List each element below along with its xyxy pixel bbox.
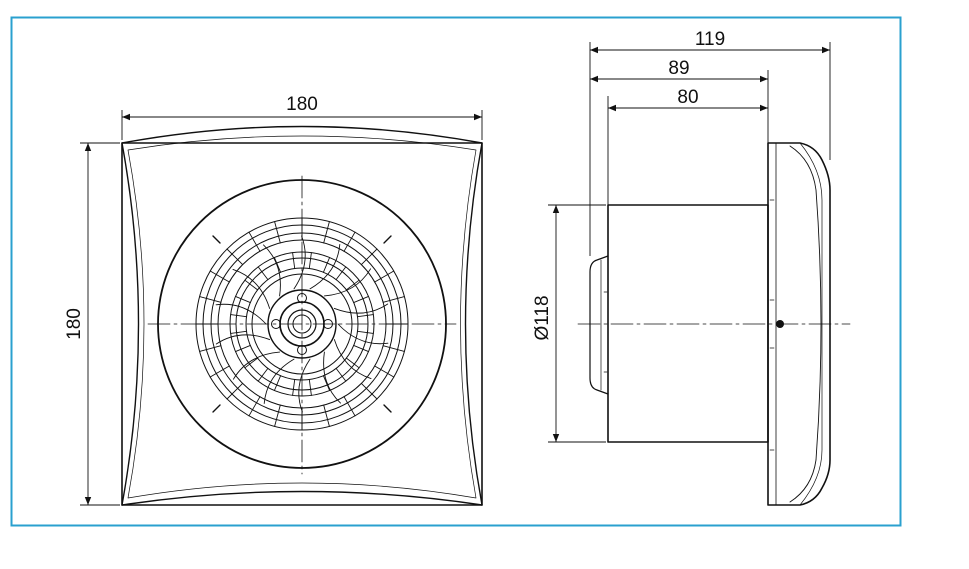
- fan-blade: [309, 244, 341, 290]
- body-depth-label: 89: [668, 58, 689, 79]
- grille-inner-spoke: [353, 295, 369, 304]
- fan-blade: [232, 268, 271, 309]
- grille-spoke: [199, 296, 222, 303]
- grille-spoke: [323, 221, 330, 244]
- grille-spoke: [343, 396, 356, 417]
- total-depth-label: 119: [695, 29, 725, 50]
- grille-inner-spoke: [257, 367, 269, 382]
- grille-inner-spoke: [235, 295, 251, 304]
- front-view: [121, 125, 483, 506]
- grille-spoke: [209, 270, 230, 283]
- grille-inner-spoke: [257, 266, 269, 281]
- grille-inner-spoke: [244, 279, 259, 291]
- grille-spoke: [323, 404, 330, 427]
- diameter-label: Ø118: [532, 295, 553, 340]
- fan-impeller: [215, 235, 389, 413]
- grille-spoke: [274, 404, 281, 427]
- side-rear-cap: [589, 255, 609, 395]
- grille-inner-spoke: [345, 279, 360, 291]
- fan-blade: [298, 358, 311, 413]
- fan-blade: [337, 323, 389, 345]
- side-pivot-dot: [776, 320, 784, 328]
- spigot-depth-label: 80: [677, 87, 698, 108]
- grille-spoke: [248, 396, 261, 417]
- grille-spoke: [374, 270, 395, 283]
- front-width-label: 180: [286, 94, 318, 115]
- grille-spoke: [226, 382, 244, 400]
- grille-spoke: [360, 382, 378, 400]
- fan-blade: [263, 244, 281, 297]
- grille-inner-spoke: [273, 257, 282, 273]
- grille-inner-spoke: [230, 314, 247, 318]
- side-faceplate: [767, 142, 831, 506]
- grille-inner-spoke: [357, 330, 374, 334]
- front-center-lines: [147, 175, 457, 475]
- grille-inner-spoke: [308, 252, 312, 269]
- fan-blade: [215, 334, 271, 345]
- grille-inner-spoke: [353, 344, 369, 353]
- fan-blade: [333, 303, 389, 314]
- grille-inner-spoke: [357, 314, 374, 318]
- grille-inner-spoke: [335, 266, 347, 281]
- grille-spoke: [374, 365, 395, 378]
- front-panel-outline: [121, 142, 483, 506]
- grille-spoke: [226, 248, 244, 266]
- grille-inner-spoke: [292, 379, 296, 396]
- grille-clips: [212, 235, 392, 413]
- grille-inner-spoke: [322, 375, 331, 391]
- fan-blade: [323, 268, 372, 297]
- grille-spoke: [248, 231, 261, 252]
- grille-inner-spoke: [322, 257, 331, 273]
- grille-inner-spoke: [230, 330, 247, 334]
- side-view: [577, 142, 851, 506]
- grille-inner-spoke: [345, 357, 360, 369]
- fan-blade: [293, 235, 306, 290]
- grille-inner-spoke: [273, 375, 282, 391]
- grille-spoke: [382, 296, 405, 303]
- fan-blade: [263, 358, 295, 404]
- front-panel-face: [121, 125, 483, 506]
- grille-inner-spoke: [308, 379, 312, 396]
- grille-spoke: [199, 345, 222, 352]
- side-dimensions: [548, 42, 831, 443]
- grille-spoke: [343, 231, 356, 252]
- grille-spoke: [360, 248, 378, 266]
- grille-spoke: [382, 345, 405, 352]
- fan-blade: [215, 303, 267, 325]
- grille-spoke: [274, 221, 281, 244]
- grille-inner-spoke: [335, 367, 347, 382]
- grille-inner-spoke: [235, 344, 251, 353]
- side-spigot-body: [607, 204, 769, 443]
- grille-inner-spoke: [292, 252, 296, 269]
- drawing-frame: [10, 16, 902, 527]
- fan-blade: [333, 339, 372, 380]
- fan-blade: [232, 351, 281, 380]
- grille-inner-spoke: [244, 357, 259, 369]
- fan-blade: [323, 351, 341, 404]
- front-dimensions: [80, 110, 483, 506]
- grille-spoke: [209, 365, 230, 378]
- front-height-label: 180: [64, 308, 85, 340]
